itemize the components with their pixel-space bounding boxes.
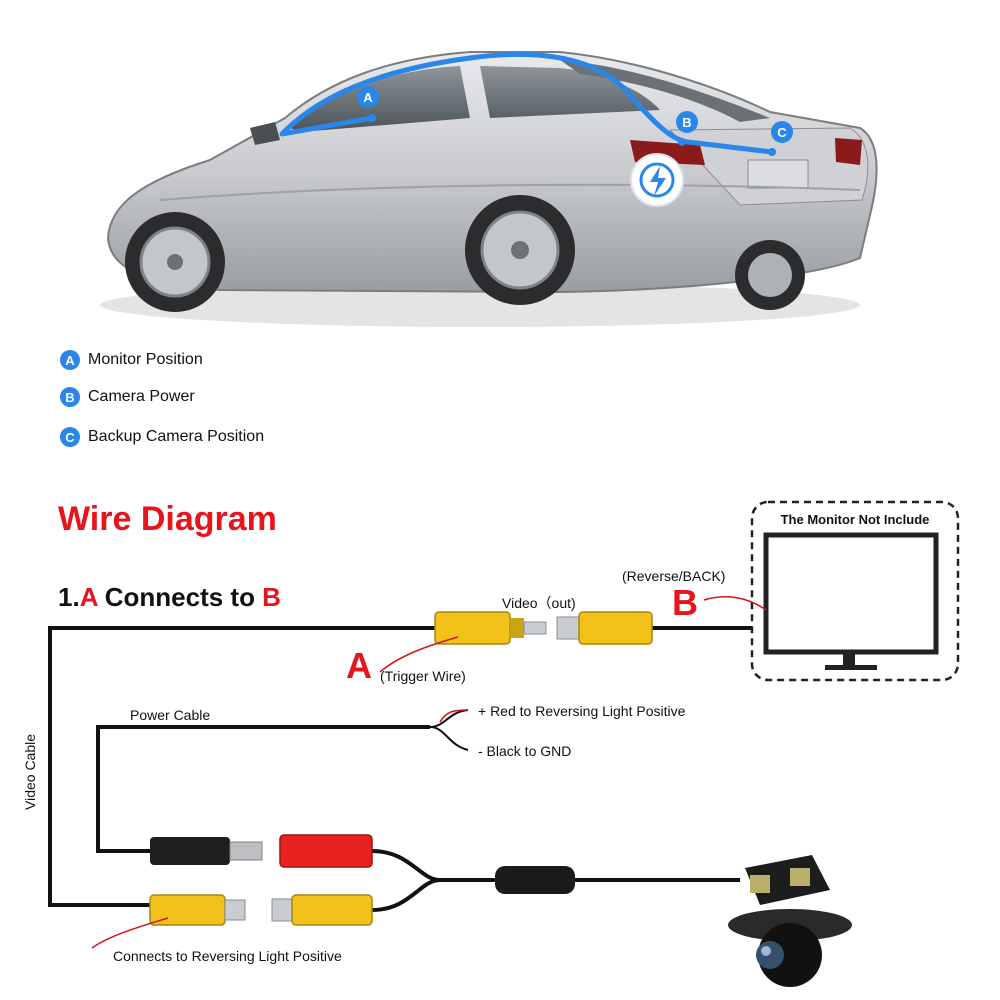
legend-badge-c: C (60, 427, 80, 447)
wiring-diagram (48, 500, 960, 987)
backup-camera (728, 855, 852, 987)
power-cable-label: Power Cable (130, 707, 211, 723)
rca-connector-bottom-left (149, 894, 246, 926)
monitor-stand (843, 652, 855, 666)
car-plate (747, 159, 809, 189)
wire-route (279, 51, 775, 155)
heading-b: B (262, 582, 281, 612)
reverse-label: (Reverse/BACK) (622, 568, 726, 584)
legend-item-camera: C Backup Camera Position (60, 427, 264, 447)
video-cable (48, 626, 435, 907)
power-logo (630, 153, 684, 207)
legend-text-power: Camera Power (88, 388, 195, 405)
legend-badge-a: A (60, 350, 80, 370)
marker-a-label: A (363, 90, 373, 105)
rca-connector-b (556, 611, 653, 645)
red-wire-label: + Red to Reversing Light Positive (478, 703, 686, 719)
monitor-dashed-box (750, 500, 960, 682)
monitor-title: The Monitor Not Include (780, 512, 930, 527)
rca-connector-bottom-right (271, 894, 373, 926)
car-windows (290, 66, 660, 132)
big-b-label: B (672, 582, 698, 623)
monitor-base (825, 665, 877, 670)
rca-connector-a (434, 611, 547, 645)
heading-middle: Connects to (97, 582, 263, 612)
car-far-wheel (735, 240, 805, 310)
car-front-wheel (125, 212, 225, 312)
legend-text-monitor: Monitor Position (88, 351, 203, 368)
marker-c-label: C (777, 125, 787, 140)
car-rear-window (560, 60, 770, 122)
pointer-a (379, 636, 459, 673)
car-taillight-right (835, 138, 862, 165)
legend-item-monitor: A Monitor Position (60, 350, 203, 370)
power-wire-fork (429, 709, 469, 751)
bottom-connect-label: Connects to Reversing Light Positive (113, 948, 342, 964)
marker-b: B (676, 111, 698, 146)
heading-a: A (79, 582, 98, 612)
camera-harness (371, 849, 740, 912)
car-illustration: A B C (100, 51, 878, 327)
dc-socket-red (279, 834, 373, 868)
monitor-screen (763, 532, 939, 655)
pointer-bottom (91, 917, 169, 949)
legend-text-camera: Backup Camera Position (88, 428, 265, 445)
marker-c: C (768, 121, 793, 156)
red-wire-lead (439, 709, 469, 723)
car-side-line (159, 183, 861, 201)
video-out-label: Video（out) (502, 595, 576, 611)
page-title: Wire Diagram (58, 500, 277, 538)
marker-a: A (357, 86, 379, 122)
black-wire-label: - Black to GND (478, 743, 572, 759)
legend-badge-b: B (60, 387, 80, 407)
pointer-b (703, 596, 767, 611)
marker-b-label: B (682, 115, 691, 130)
inline-module (495, 866, 575, 894)
power-cable (96, 725, 430, 853)
dc-plug-black (150, 837, 263, 865)
car-mirror (250, 122, 280, 145)
legend-item-power: B Camera Power (60, 387, 195, 407)
trigger-label: (Trigger Wire) (380, 668, 466, 684)
car-rear-wheel (465, 195, 575, 305)
car-shadow (100, 283, 860, 327)
video-cable-label: Video Cable (22, 733, 38, 810)
section-heading: 1.A Connects to B (58, 582, 281, 613)
heading-prefix: 1. (58, 582, 80, 612)
big-a-label: A (346, 645, 372, 686)
